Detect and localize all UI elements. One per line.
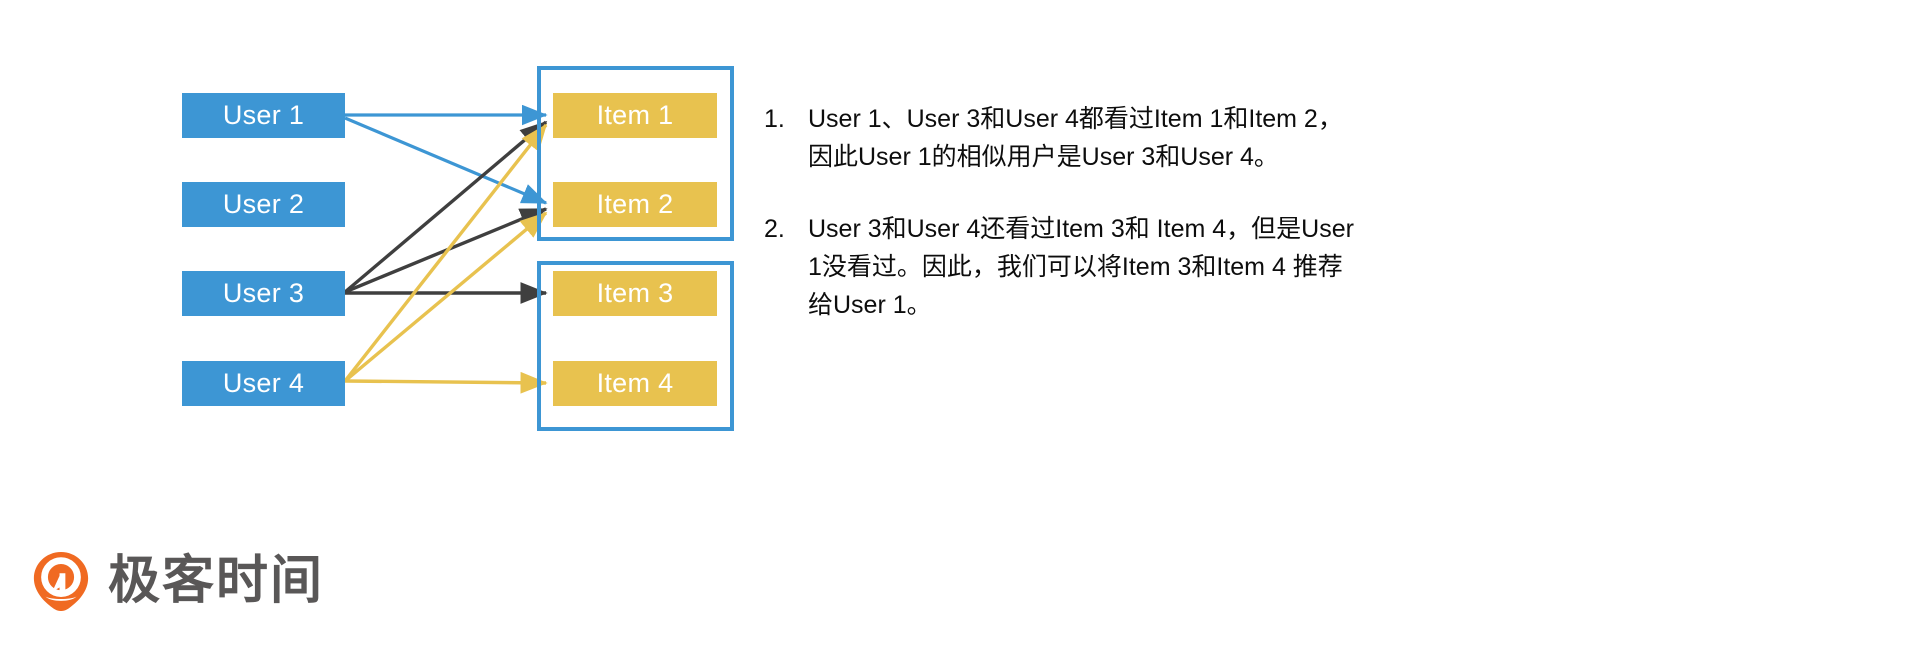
list-item-body: User 3和User 4还看过Item 3和 Item 4，但是User 1没… [808,210,1354,324]
edge-user4-item2 [343,211,548,383]
node-user-4[interactable]: User 4 [182,361,345,406]
node-item-4[interactable]: Item 4 [553,361,717,406]
node-user-3[interactable]: User 3 [182,271,345,316]
node-item-3-label: Item 3 [596,278,674,308]
edge-user3-item1 [343,120,548,294]
node-item-3[interactable]: Item 3 [553,271,717,316]
node-item-4-label: Item 4 [596,368,674,398]
explanation-list: 1. User 1、User 3和User 4都看过Item 1和Item 2，… [764,100,1874,358]
geektime-logo: 极客时间 [30,550,324,612]
node-user-1-label: User 1 [222,100,305,130]
node-user-2-label: User 2 [222,189,305,219]
list-item-line: User 1、User 3和User 4都看过Item 1和Item 2， [808,105,1343,133]
edge-user4-item4 [344,371,548,394]
collaborative-filtering-diagram: User 1 User 2 User 3 User 4 Item 1 Item … [0,0,940,560]
item-group-box-seen [537,66,734,241]
item-group-box-recommend [537,261,734,431]
node-item-2[interactable]: Item 2 [553,182,717,227]
list-item-line: 给User 1。 [808,291,932,319]
node-user-3-label: User 3 [222,278,305,308]
node-user-1[interactable]: User 1 [182,93,345,138]
list-item-line: 1没看过。因此，我们可以将Item 3和Item 4 推荐 [808,253,1343,281]
edge-user4-item1 [343,123,548,383]
list-item-number: 1. [764,105,785,133]
list-item-line: 因此User 1的相似用户是User 3和User 4。 [808,143,1279,171]
node-item-1[interactable]: Item 1 [553,93,717,138]
list-item: 2. User 3和User 4还看过Item 3和 Item 4，但是User… [764,210,1874,324]
geektime-logo-text: 极客时间 [108,551,325,611]
node-user-2[interactable]: User 2 [182,182,345,227]
list-item-number: 2. [764,215,785,243]
edge-layer [343,104,548,394]
edge-user1-item2 [344,116,548,205]
list-item-line: User 3和User 4还看过Item 3和 Item 4，但是User [808,215,1354,243]
list-item-body: User 1、User 3和User 4都看过Item 1和Item 2， 因此… [808,100,1343,176]
node-item-1-label: Item 1 [596,100,674,130]
geektime-mark-icon [30,550,92,612]
node-user-4-label: User 4 [222,368,305,398]
node-item-2-label: Item 2 [596,189,674,219]
list-item: 1. User 1、User 3和User 4都看过Item 1和Item 2，… [764,100,1874,176]
